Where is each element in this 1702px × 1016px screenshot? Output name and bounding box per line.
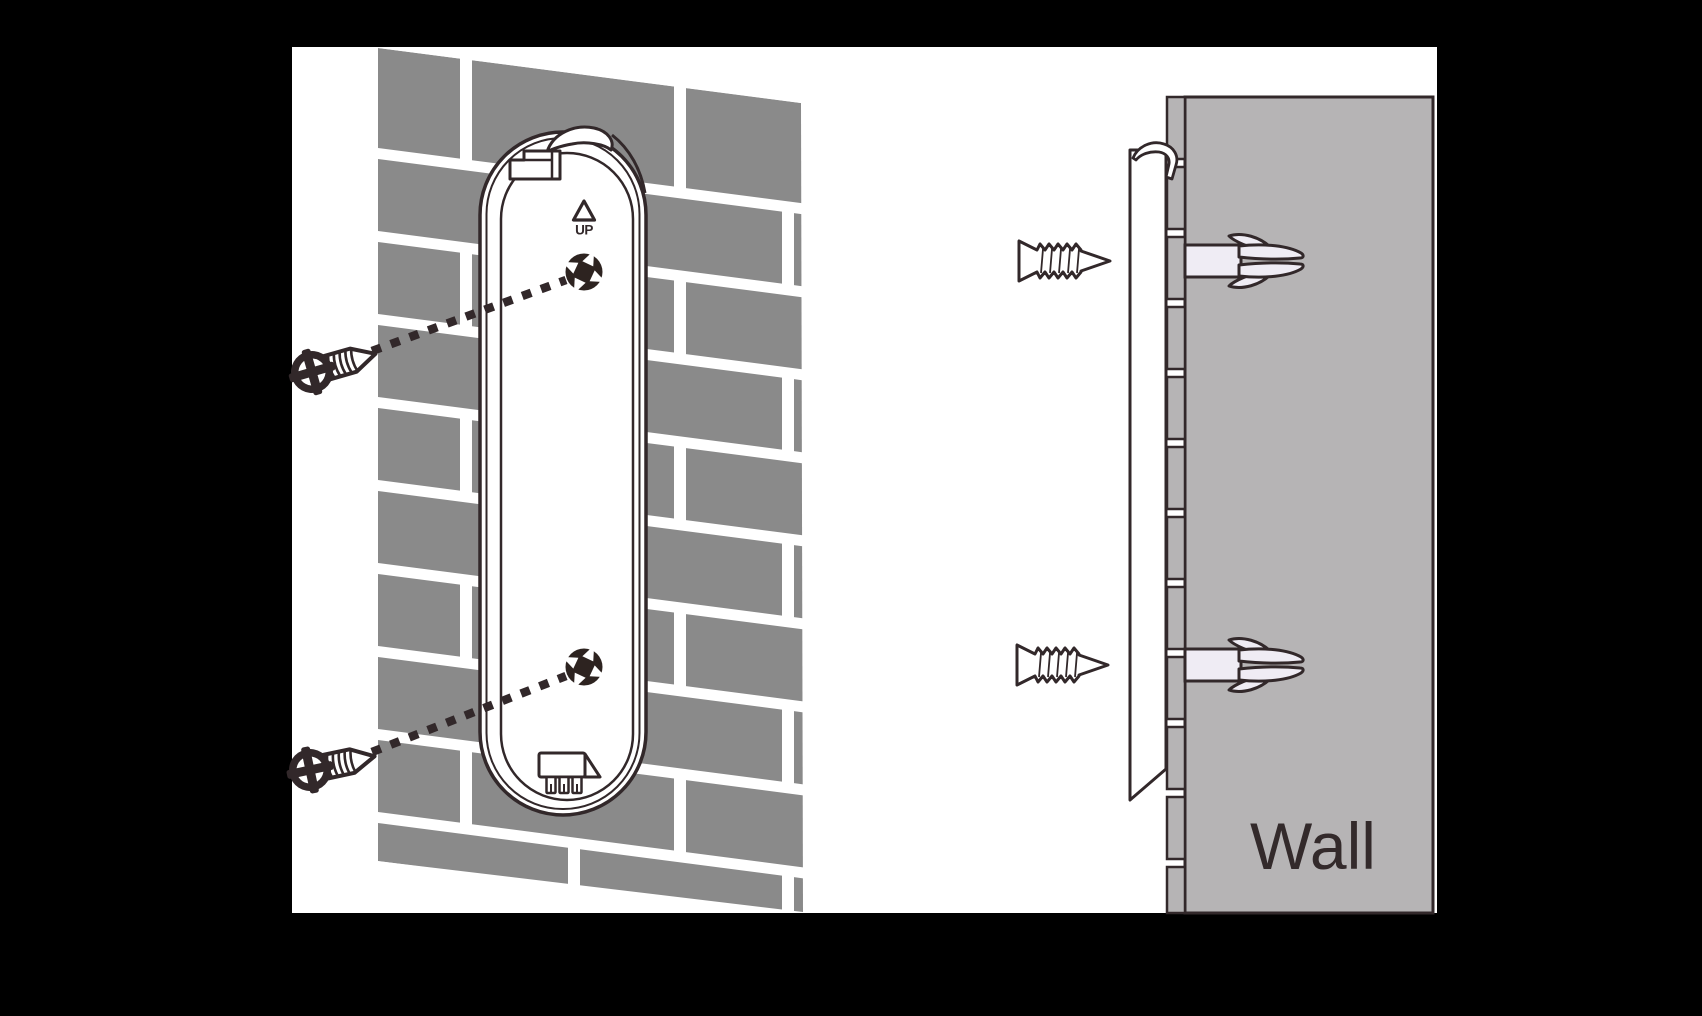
side-view-panel: Wall: [1015, 95, 1435, 915]
bracket-clip-side-edge: [611, 133, 647, 194]
bracket-side-hook: [1131, 141, 1179, 181]
brick: [378, 823, 568, 886]
connector-pin-slits: [550, 784, 578, 793]
bracket-side-plate: [1128, 148, 1168, 802]
up-arrow-icon: [571, 199, 597, 222]
wall-face: [1183, 95, 1435, 915]
connector-pins: [545, 775, 583, 795]
bracket-latch-edges: [524, 151, 554, 179]
brick: [686, 614, 803, 702]
wall-edge-segment: [1165, 305, 1187, 371]
bracket-top-clip: [545, 125, 614, 154]
up-label: UP: [575, 223, 593, 238]
brick: [794, 379, 803, 453]
wall-edge-segment: [1165, 235, 1187, 301]
wall-edge-segment: [1165, 445, 1187, 511]
brick: [580, 849, 782, 912]
brick: [794, 711, 803, 785]
wire-connector: [537, 751, 587, 779]
wall-edge-segment: [1165, 585, 1187, 651]
alignment-guide-bottom: [370, 672, 568, 756]
alignment-guide-top: [370, 276, 568, 355]
bracket-outer-outline: [478, 130, 648, 817]
brick: [378, 574, 460, 657]
bracket-latch: [508, 149, 562, 181]
brick: [378, 740, 460, 823]
brick: [686, 88, 803, 204]
wall-edge-segment: [1165, 795, 1187, 861]
wall-edge-segments: [1165, 95, 1187, 915]
wall-edge-segment: [1165, 865, 1187, 915]
brick: [378, 242, 460, 325]
brick: [686, 780, 803, 868]
wall-edge-segment: [1165, 655, 1187, 721]
brick: [686, 448, 803, 536]
brick: [794, 545, 803, 619]
wall-edge-segment: [1165, 515, 1187, 581]
wall-label: Wall: [1250, 809, 1376, 883]
bracket-face-line: [499, 151, 635, 802]
bracket-front-view: UP: [478, 125, 648, 817]
brick: [686, 282, 803, 370]
wall-edge-segment: [1165, 725, 1187, 791]
wall-edge-segment: [1165, 375, 1187, 441]
wire-connector-fold: [583, 752, 602, 779]
brick: [378, 408, 460, 491]
brick: [794, 877, 803, 912]
brick: [378, 48, 460, 159]
front-view-panel: UP: [280, 48, 803, 912]
